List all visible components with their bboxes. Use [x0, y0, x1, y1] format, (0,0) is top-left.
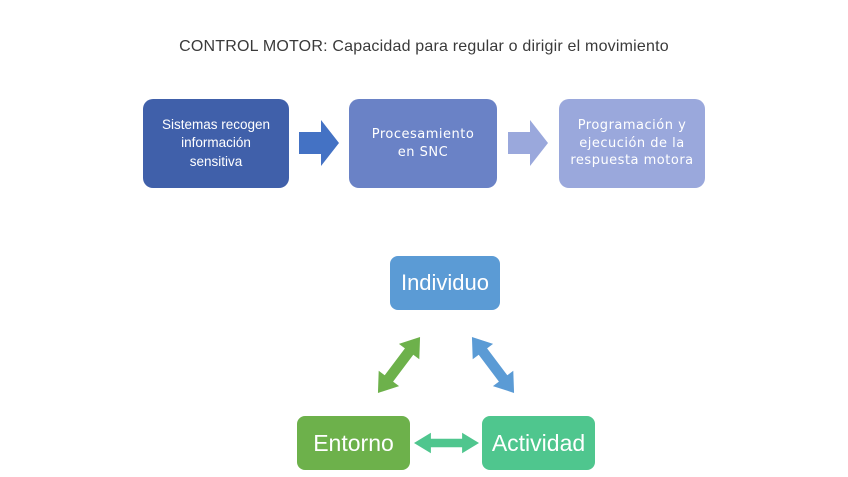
node-label: Entorno — [313, 429, 394, 456]
flow-step-sistemas: Sistemas recogen información sensitiva — [143, 99, 289, 188]
flow-step-label: Procesamiento en SNC — [371, 126, 475, 160]
flow-step-label: Programación y ejecución de la respuesta… — [570, 118, 694, 169]
node-label: Actividad — [491, 429, 586, 456]
node-actividad: Actividad — [482, 416, 595, 470]
slide-title: CONTROL MOTOR: Capacidad para regular o … — [179, 38, 669, 55]
double-arrow-icon — [471, 337, 515, 393]
node-entorno: Entorno — [297, 416, 410, 470]
flow-step-procesamiento: Procesamiento en SNC — [349, 99, 497, 188]
double-arrow-icon — [377, 337, 421, 393]
flow-step-label: Sistemas recogen información sensitiva — [161, 117, 271, 169]
node-label: Individuo — [400, 270, 490, 295]
double-arrow-icon — [414, 432, 479, 454]
right-arrow-icon — [299, 120, 339, 166]
right-arrow-icon — [508, 120, 548, 166]
node-individuo: Individuo — [390, 256, 500, 310]
flow-step-programacion: Programación y ejecución de la respuesta… — [559, 99, 705, 188]
